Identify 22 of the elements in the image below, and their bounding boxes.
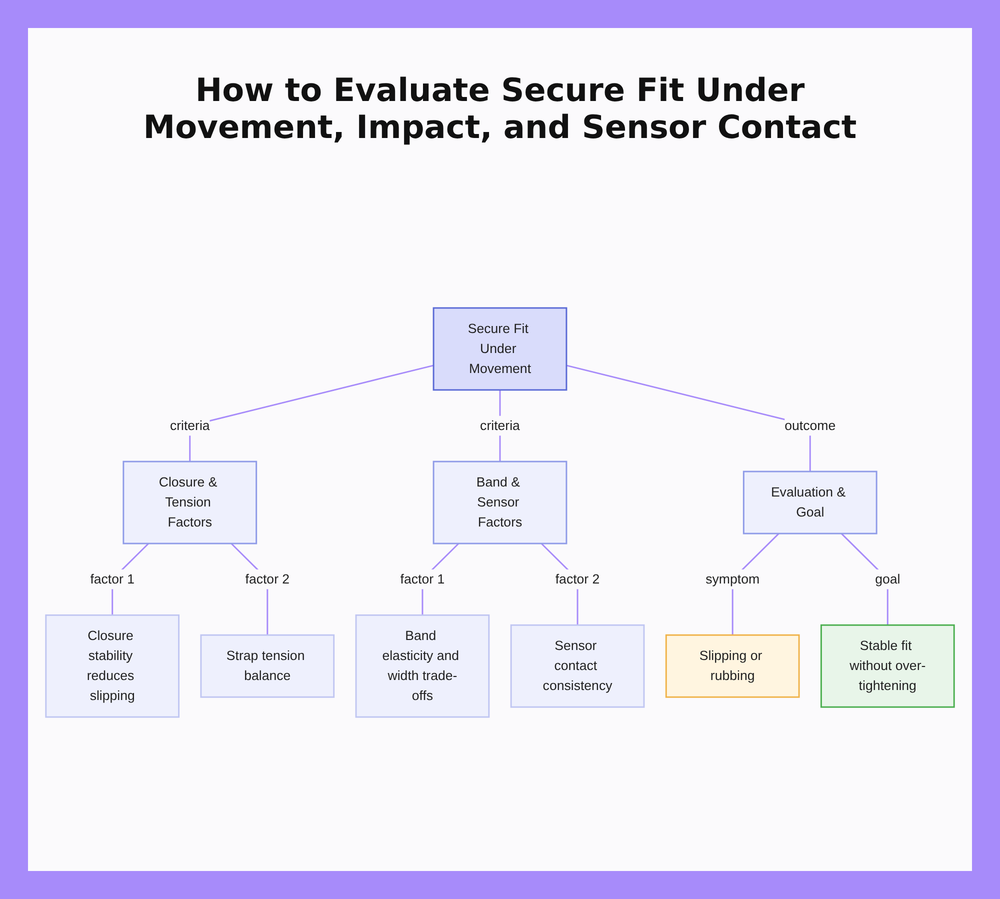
edge-label: criteria xyxy=(480,418,520,432)
node-box xyxy=(820,624,955,708)
node-box xyxy=(510,624,645,708)
edge-label: symptom xyxy=(706,571,760,586)
edge-label: criteria xyxy=(170,418,210,432)
edge-label: goal xyxy=(875,571,900,586)
diagram-title: How to Evaluate Secure Fit Under Movement, Impact, and Sensor Contact xyxy=(142,72,858,146)
node-box xyxy=(665,634,800,698)
edge-label: factor 2 xyxy=(245,571,290,586)
edge-label: factor 2 xyxy=(555,571,600,586)
connector xyxy=(189,364,434,462)
node-box xyxy=(432,460,568,544)
node-box xyxy=(45,614,180,718)
node-box xyxy=(355,614,490,718)
edge-label: factor 1 xyxy=(400,571,445,586)
card-background: How to Evaluate Secure Fit Under Movement, Impact, and Sensor Contact criteria criteria outcome factor 1 factor 2 factor 1 factor 2 symptom goal Secure Fit Under Movement Closure & Tension Factors Band & Sensor Factors Evaluation & Goal Closure stability reduces slipping Strap tension balance Band elasticity and width trade-offs Sensor contact consistency Slipping or rubbing Stable fit without over-tightening xyxy=(28,28,972,871)
node-box xyxy=(200,634,335,698)
node-box xyxy=(432,306,568,390)
node-box xyxy=(742,470,878,534)
edge-label: outcome xyxy=(784,418,836,432)
edge-label: factor 1 xyxy=(90,571,135,586)
node-box xyxy=(122,460,258,544)
